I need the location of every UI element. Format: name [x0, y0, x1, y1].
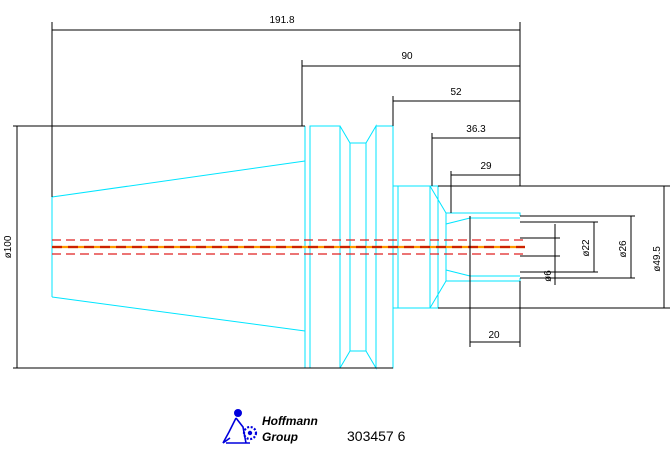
dim-label-36-3: 36.3: [466, 124, 486, 135]
dim-label-52: 52: [450, 87, 462, 98]
bore-top: [446, 212, 521, 216]
part-number: 303457 6: [347, 428, 406, 444]
logo-text-hoffmann: Hoffmann: [262, 414, 318, 428]
center-lines: [52, 239, 525, 255]
dim-label-dia-6: ø6: [543, 270, 554, 282]
bore-bottom: [446, 278, 521, 282]
vertical-dimensions: ø100 ø49.5 ø26 ø22 ø6: [3, 125, 670, 369]
logo-text-group: Group: [262, 430, 298, 444]
dim-label-90: 90: [401, 51, 413, 62]
dim-label-dia-100: ø100: [3, 235, 14, 258]
bore-entry-bottom: [445, 269, 471, 277]
dim-label-20: 20: [488, 330, 500, 341]
gear-icon: [242, 425, 258, 441]
dim-label-191-8: 191.8: [269, 15, 294, 26]
dim-label-dia-49-5: ø49.5: [652, 246, 663, 272]
taper-upper-line: [51, 160, 306, 198]
horizontal-dimensions: 191.8 90 52 36.3 29 20: [51, 15, 521, 347]
bore-entry-top: [445, 217, 471, 225]
taper-lower-line: [51, 296, 306, 332]
dim-label-dia-26: ø26: [618, 240, 629, 258]
hoffmann-group-logo: Hoffmann Group: [222, 408, 318, 444]
worker-figure-icon: [222, 408, 250, 444]
dim-label-29: 29: [480, 161, 492, 172]
dim-label-dia-22: ø22: [581, 239, 592, 257]
